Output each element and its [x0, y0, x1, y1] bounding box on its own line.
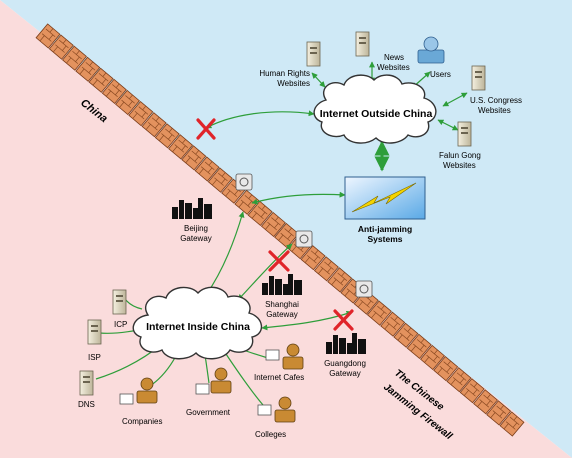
firewall-brick	[327, 267, 353, 293]
firewall-brick	[459, 378, 485, 404]
link-falun-gong	[437, 119, 459, 131]
shanghai-skyline-icon	[262, 274, 302, 295]
link-colleges	[225, 353, 264, 406]
link-inside-shanghai-blocked	[237, 243, 293, 301]
government-label: Government	[186, 408, 231, 417]
firewall-brick	[446, 367, 472, 393]
firewall-brick	[433, 355, 459, 382]
internet-outside-label: Internet Outside China	[320, 108, 433, 120]
colleges-user-icon	[257, 396, 296, 423]
human-rights-label-line1: Human Rights	[259, 69, 310, 78]
news-label-line1: News	[384, 53, 404, 62]
beijing-gateway-device-icon	[235, 173, 253, 191]
firewall-brick	[75, 56, 101, 82]
internet-inside-cloud: Internet Inside China	[132, 286, 263, 360]
firewall-brick	[260, 211, 286, 238]
falun-gong-label-line1: Falun Gong	[439, 151, 481, 160]
icp-label: ICP	[114, 320, 127, 329]
shanghai-gateway-device-icon	[295, 230, 313, 248]
congress-server-icon	[471, 65, 486, 91]
guangdong-label-line1: Guangdong	[324, 359, 366, 368]
blocked-mark-guangdong	[333, 309, 354, 331]
internet-inside-label: Internet Inside China	[146, 321, 250, 333]
anti-jamming-label-line1: Anti-jamming	[358, 224, 412, 234]
firewall-brick	[406, 333, 432, 360]
guangdong-label-line2: Gateway	[329, 369, 361, 378]
human-rights-server-icon	[306, 41, 321, 67]
firewall-brick	[420, 344, 445, 371]
firewall-brick	[274, 222, 300, 249]
blocked-mark-north	[196, 118, 216, 140]
firewall-brick	[101, 78, 127, 105]
firewall-wall	[35, 23, 525, 437]
beijing-label-line1: Beijing	[184, 224, 208, 233]
falun-gong-label-line2: Websites	[443, 161, 476, 170]
shanghai-label-line1: Shanghai	[265, 300, 299, 309]
firewall-brick	[313, 256, 339, 282]
dns-server-icon	[79, 370, 94, 396]
firewall-brick	[62, 45, 87, 71]
firewall-brick	[128, 100, 154, 127]
beijing-skyline-icon	[172, 198, 212, 219]
firewall-brick	[380, 311, 406, 337]
government-user-icon	[195, 367, 232, 395]
firewall-brick	[115, 89, 140, 116]
human-rights-label-line2: Websites	[277, 79, 310, 88]
internet-cafes-label: Internet Cafes	[254, 373, 304, 382]
link-outside-to-wall-blocked	[205, 110, 315, 129]
companies-user-icon	[119, 377, 158, 405]
isp-server-icon	[87, 319, 102, 345]
icp-server-icon	[112, 289, 127, 315]
internet-cafes-user-icon	[265, 343, 304, 370]
user-icon	[417, 36, 445, 64]
companies-label: Companies	[122, 417, 162, 426]
guangdong-skyline-icon	[326, 333, 366, 354]
guangdong-gateway-device-icon	[355, 280, 373, 298]
firewall-brick	[181, 145, 207, 171]
firewall-brick	[168, 134, 194, 160]
internet-outside-cloud: Internet Outside China	[313, 74, 437, 144]
firewall-brick	[473, 389, 498, 415]
link-inside-guangdong-blocked	[261, 310, 353, 331]
bottom-strip	[0, 458, 572, 471]
anti-jamming-system: Anti-jamming Systems	[344, 176, 426, 244]
firewall-brick	[154, 123, 180, 149]
colleges-label: Colleges	[255, 430, 286, 439]
link-congress	[442, 92, 468, 107]
link-human-rights	[311, 72, 326, 88]
firewall-brick	[366, 300, 392, 326]
firewall-brick	[486, 400, 512, 426]
isp-label: ISP	[88, 353, 101, 362]
falun-gong-server-icon	[457, 121, 472, 147]
users-label: Users	[430, 70, 451, 79]
anti-jamming-label-line2: Systems	[368, 234, 403, 244]
firewall-brick	[194, 156, 220, 182]
congress-label-line2: Websites	[478, 106, 511, 115]
firewall-brick	[88, 67, 114, 93]
firewall-brick	[35, 23, 61, 49]
link-anti-jamming-beijing	[251, 191, 346, 205]
dns-label: DNS	[78, 400, 95, 409]
firewall-brick	[141, 112, 167, 138]
shanghai-label-line2: Gateway	[266, 310, 298, 319]
beijing-label-line2: Gateway	[180, 234, 212, 243]
firewall-brick	[48, 34, 74, 60]
congress-label-line1: U.S. Congress	[470, 96, 522, 105]
news-server-icon	[355, 31, 370, 57]
firewall-brick	[499, 411, 525, 437]
news-label-line2: Websites	[377, 63, 410, 72]
firewall-brick	[300, 245, 326, 271]
lightning-icon	[351, 182, 417, 213]
firewall-brick	[393, 322, 419, 348]
firewall-brick	[247, 200, 273, 227]
blocked-mark-shanghai	[268, 250, 290, 272]
firewall-brick	[207, 167, 233, 193]
